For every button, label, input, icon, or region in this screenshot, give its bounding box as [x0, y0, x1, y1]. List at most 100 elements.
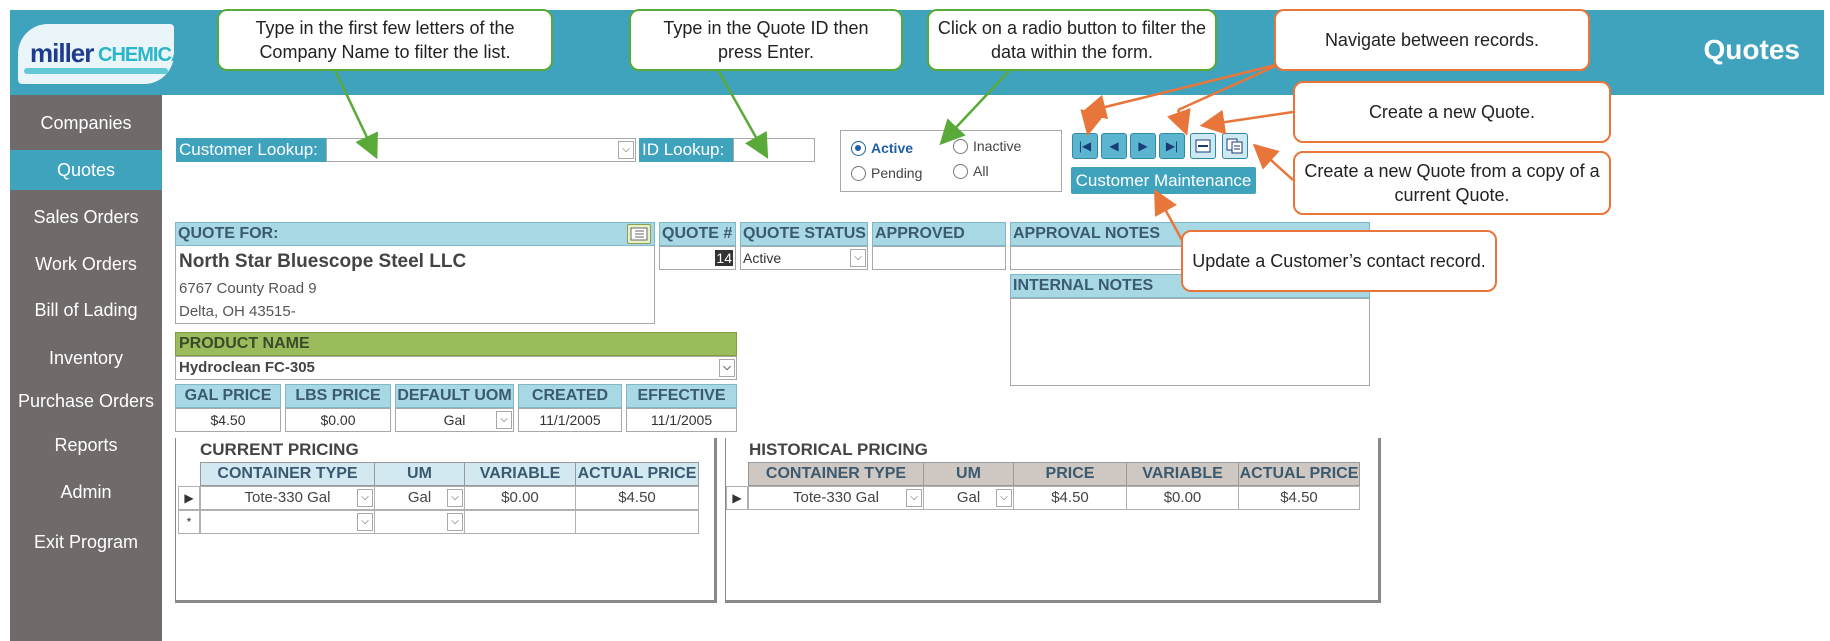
logo-swoosh	[24, 68, 168, 74]
chevron-down-icon[interactable]: ⌵	[496, 411, 512, 429]
table-cell-container[interactable]: Tote-330 Gal ⌵	[200, 486, 375, 510]
created-value[interactable]: 11/1/2005	[518, 408, 622, 432]
internal-notes-field[interactable]	[1010, 298, 1370, 386]
filter-radio-active[interactable]: Active	[851, 140, 913, 156]
sidebar-item-companies[interactable]: Companies	[40, 113, 132, 133]
historical-col-price: PRICE	[1013, 462, 1127, 486]
sidebar-item-quotes[interactable]: Quotes	[10, 150, 162, 190]
product-name-header: PRODUCT NAME	[175, 332, 737, 356]
customer-company-name: North Star Bluescope Steel LLC	[179, 251, 467, 272]
default-uom-value: Gal	[443, 412, 466, 428]
sidebar-item-inventory[interactable]: Inventory	[48, 348, 124, 368]
customer-lookup-combo[interactable]: ⌵	[326, 138, 636, 162]
historical-pricing-panel: HISTORICAL PRICING CONTAINER TYPE UM PRI…	[725, 438, 1381, 603]
quote-status-header: QUOTE STATUS	[740, 222, 868, 246]
quote-status-value: Active	[743, 250, 782, 266]
row-selector-icon[interactable]: ▶	[726, 486, 748, 510]
arrow-navigate-last-tip	[1167, 108, 1191, 136]
chevron-down-icon[interactable]: ⌵	[906, 489, 922, 507]
quote-number-field[interactable]: 14	[659, 246, 736, 270]
filter-inactive-label: Inactive	[973, 138, 1022, 154]
previous-record-icon: ◀	[1109, 139, 1119, 153]
radio-empty-icon	[953, 138, 968, 154]
default-uom-combo[interactable]: Gal ⌵	[395, 408, 514, 432]
address-book-button[interactable]	[627, 224, 651, 244]
lbs-price-header: LBS PRICE	[285, 384, 391, 408]
chevron-down-icon[interactable]: ⌵	[719, 359, 735, 377]
customer-address-line1: 6767 County Road 9	[179, 280, 317, 297]
radio-empty-icon	[851, 165, 866, 181]
current-pricing-title: CURRENT PRICING	[200, 440, 359, 459]
customer-maintenance-button[interactable]: Customer Maintenance	[1071, 167, 1256, 194]
table-cell-new-container[interactable]: ⌵	[200, 510, 375, 534]
effective-value[interactable]: 11/1/2005	[626, 408, 737, 432]
table-cell-price[interactable]: $4.50	[1013, 486, 1127, 510]
sidebar-item-sales-orders[interactable]: Sales Orders	[33, 207, 139, 227]
table-cell-new-actual-price[interactable]	[575, 510, 699, 534]
new-row-marker[interactable]: *	[178, 510, 200, 534]
radio-selected-icon	[851, 140, 866, 156]
current-col-variable: VARIABLE	[464, 462, 576, 486]
sidebar-item-reports[interactable]: Reports	[54, 435, 118, 455]
sidebar-item-exit-program[interactable]: Exit Program	[33, 532, 139, 552]
table-cell-new-variable[interactable]	[464, 510, 576, 534]
status-filter-group: Active Inactive Pending All	[840, 130, 1062, 192]
lbs-price-value[interactable]: $0.00	[285, 408, 391, 432]
sidebar-item-purchase-orders[interactable]: Purchase Orders	[17, 391, 155, 411]
chevron-down-icon[interactable]: ⌵	[850, 249, 866, 267]
table-cell-um[interactable]: Gal ⌵	[374, 486, 465, 510]
chevron-down-icon[interactable]: ⌵	[357, 513, 373, 531]
table-cell-variable[interactable]: $0.00	[1126, 486, 1239, 510]
approved-field[interactable]	[872, 246, 1006, 270]
table-cell-um[interactable]: Gal ⌵	[923, 486, 1014, 510]
table-cell-variable[interactable]: $0.00	[464, 486, 576, 510]
table-cell-container[interactable]: Tote-330 Gal ⌵	[748, 486, 924, 510]
sidebar-item-admin[interactable]: Admin	[60, 482, 112, 502]
historical-col-variable: VARIABLE	[1126, 462, 1239, 486]
new-quote-button[interactable]	[1190, 133, 1216, 159]
chevron-down-icon[interactable]: ⌵	[618, 141, 634, 159]
historical-col-um: UM	[923, 462, 1014, 486]
first-record-button[interactable]: |◀	[1072, 133, 1098, 159]
page-title: Quotes	[1703, 34, 1800, 65]
approved-header: APPROVED	[872, 222, 1006, 246]
logo-text-miller: miller	[30, 38, 94, 68]
chevron-down-icon[interactable]: ⌵	[447, 489, 463, 507]
callout-company-filter: Type in the first few letters of the Com…	[217, 9, 553, 71]
arrow-navigate-first-tip	[1080, 109, 1105, 137]
copy-quote-button[interactable]	[1222, 133, 1248, 159]
product-name-value: Hydroclean FC-305	[179, 359, 315, 376]
row-selector-icon[interactable]: ▶	[178, 486, 200, 510]
table-cell-new-um[interactable]: ⌵	[374, 510, 465, 534]
chevron-down-icon[interactable]: ⌵	[996, 489, 1012, 507]
quote-status-combo[interactable]: Active ⌵	[740, 246, 868, 270]
address-book-icon	[630, 227, 648, 241]
product-name-combo[interactable]: Hydroclean FC-305 ⌵	[175, 356, 737, 380]
quote-for-panel: QUOTE FOR: North Star Bluescope Steel LL…	[175, 222, 655, 324]
filter-radio-pending[interactable]: Pending	[851, 165, 922, 181]
sidebar-item-bill-of-lading[interactable]: Bill of Lading	[34, 300, 138, 320]
filter-pending-label: Pending	[871, 165, 923, 181]
cell-text: Gal	[407, 489, 432, 506]
arrow-copy-quote	[1252, 143, 1294, 181]
current-pricing-panel: CURRENT PRICING CONTAINER TYPE UM VARIAB…	[175, 438, 717, 603]
historical-col-container-type: CONTAINER TYPE	[748, 462, 924, 486]
created-header: CREATED	[518, 384, 622, 408]
filter-radio-all[interactable]: All	[953, 163, 989, 179]
table-cell-actual-price[interactable]: $4.50	[1238, 486, 1360, 510]
current-col-container-type: CONTAINER TYPE	[200, 462, 375, 486]
gal-price-value[interactable]: $4.50	[175, 408, 281, 432]
last-record-button[interactable]: ▶|	[1159, 133, 1185, 159]
filter-radio-inactive[interactable]: Inactive	[953, 138, 1021, 154]
chevron-down-icon[interactable]: ⌵	[447, 513, 463, 531]
previous-record-button[interactable]: ◀	[1101, 133, 1127, 159]
next-record-icon: ▶	[1138, 139, 1148, 153]
current-col-actual-price: ACTUAL PRICE	[575, 462, 699, 486]
radio-empty-icon	[953, 163, 968, 179]
table-cell-actual-price[interactable]: $4.50	[575, 486, 699, 510]
chevron-down-icon[interactable]: ⌵	[357, 489, 373, 507]
id-lookup-input[interactable]	[733, 138, 815, 162]
next-record-button[interactable]: ▶	[1130, 133, 1156, 159]
callout-quote-id: Type in the Quote ID then press Enter.	[629, 9, 903, 71]
sidebar-item-work-orders[interactable]: Work Orders	[35, 254, 137, 274]
